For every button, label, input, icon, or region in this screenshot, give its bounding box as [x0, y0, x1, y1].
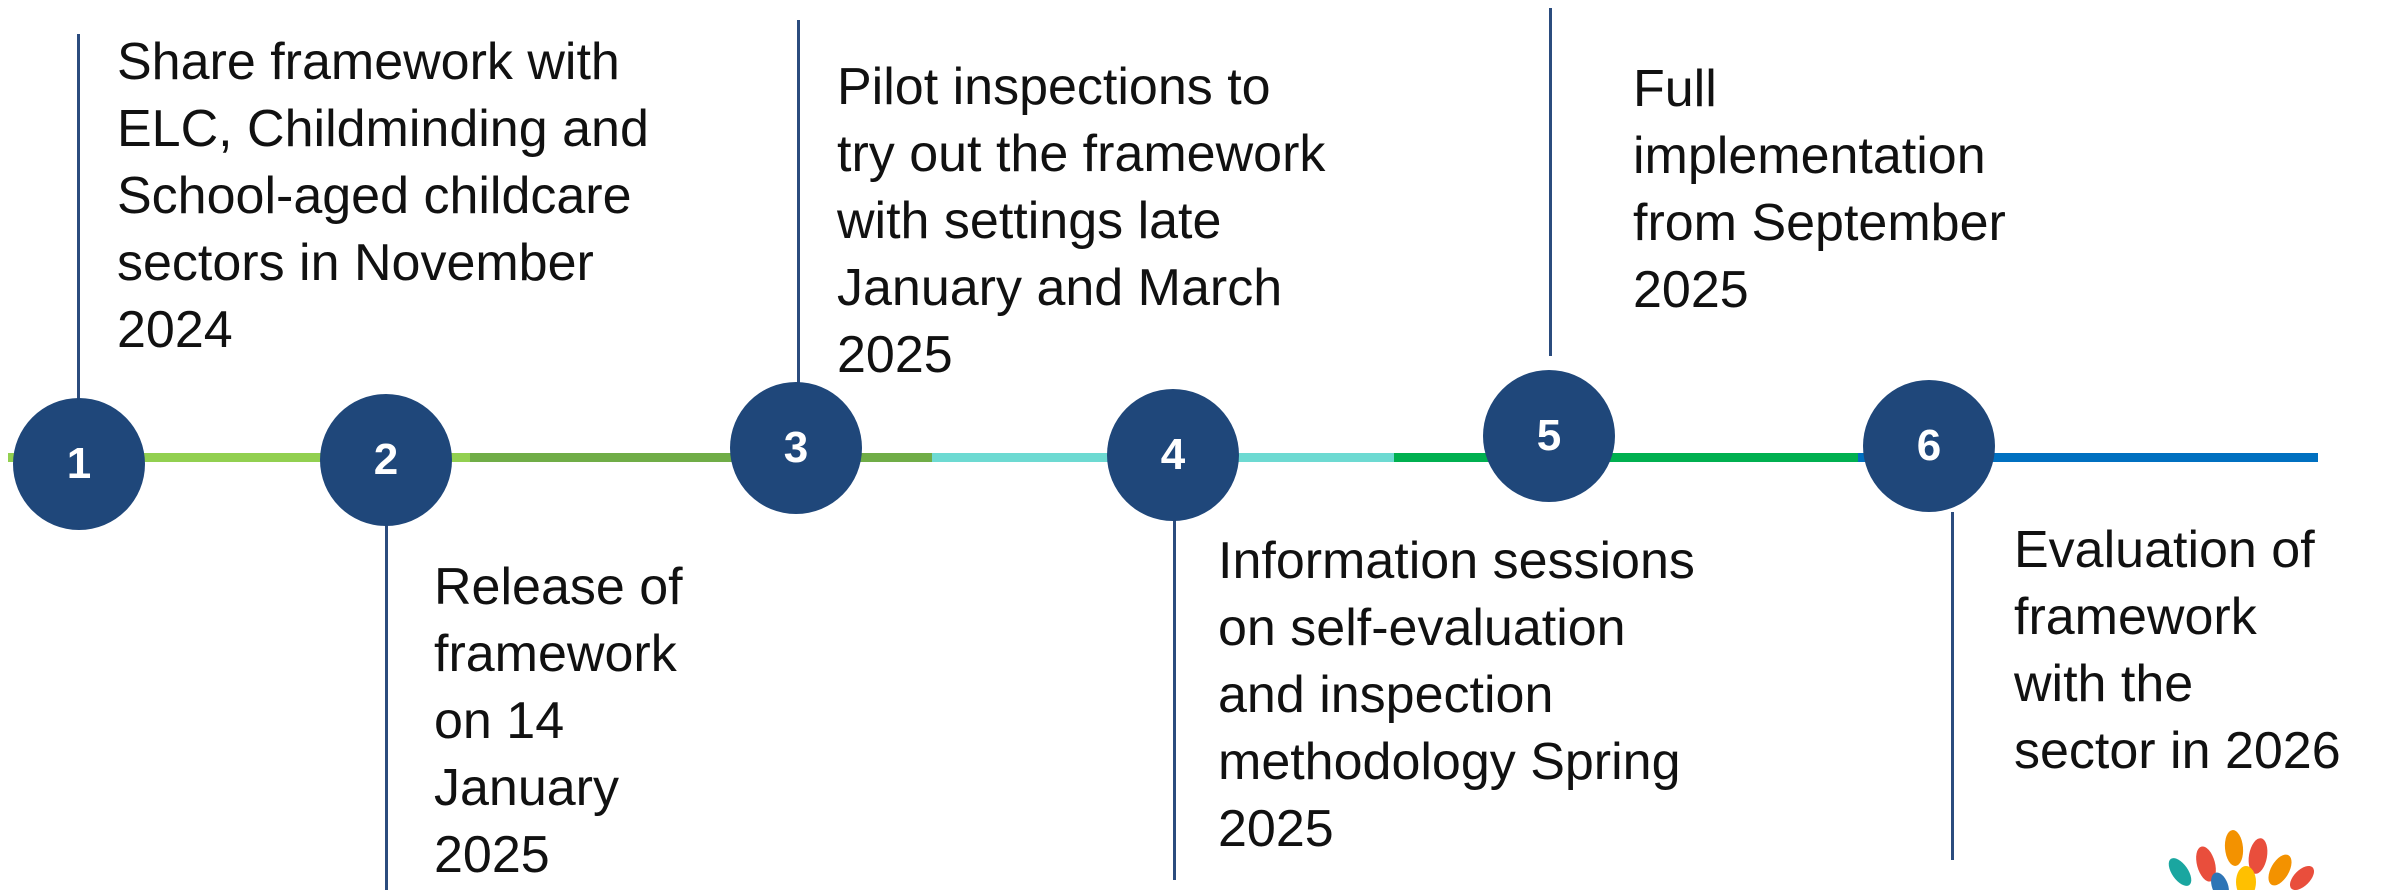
milestone-6-connector — [1951, 512, 1954, 860]
milestone-6-line: with the — [2014, 655, 2194, 713]
milestone-2-connector — [385, 520, 388, 890]
milestone-6-line: framework — [2014, 588, 2257, 646]
milestone-5-connector — [1549, 8, 1552, 356]
milestone-3-connector — [797, 20, 800, 390]
timeline-segment-1 — [8, 453, 470, 462]
milestone-3-line: Pilot inspections to — [837, 58, 1271, 116]
milestone-2-number: 2 — [373, 435, 399, 484]
timeline-segment-5 — [1858, 453, 2318, 462]
milestone-2-text: Release of framework on 14 January 2025 — [434, 554, 683, 889]
milestone-6-node: 6 — [1863, 380, 1995, 512]
milestone-6-text: Evaluation of framework with the sector … — [2014, 517, 2341, 785]
milestone-1-line: Share framework with — [117, 33, 620, 91]
milestone-3-line: 2025 — [837, 326, 953, 384]
milestone-4-text: Information sessions on self-evaluation … — [1218, 528, 1695, 863]
milestone-2-line: January — [434, 759, 619, 817]
milestone-1-line: School-aged childcare — [117, 167, 632, 225]
milestone-5-line: from September — [1633, 194, 2006, 252]
milestone-1-line: 2024 — [117, 301, 233, 359]
milestone-2-line: on 14 — [434, 692, 565, 750]
leaf-cluster-logo-icon — [2150, 820, 2384, 890]
milestone-5-text: Full implementation from September 2025 — [1633, 56, 2006, 324]
milestone-5-line: Full — [1633, 60, 1717, 118]
milestone-5-line: implementation — [1633, 127, 1986, 185]
milestone-6-number: 6 — [1916, 421, 1942, 470]
milestone-3-line: with settings late — [837, 192, 1222, 250]
milestone-4-line: methodology Spring — [1218, 733, 1681, 791]
milestone-5-node: 5 — [1483, 370, 1615, 502]
timeline-segment-4 — [1394, 453, 1858, 462]
milestone-2-node: 2 — [320, 394, 452, 526]
milestone-1-line: sectors in November — [117, 234, 594, 292]
milestone-3-text: Pilot inspections to try out the framewo… — [837, 54, 1325, 389]
milestone-1-node: 1 — [13, 398, 145, 530]
milestone-6-line: Evaluation of — [2014, 521, 2315, 579]
milestone-4-line: and inspection — [1218, 666, 1554, 724]
milestone-4-line: Information sessions — [1218, 532, 1695, 590]
milestone-1-connector — [77, 34, 80, 404]
milestone-3-node: 3 — [730, 382, 862, 514]
timeline-segment-2 — [470, 453, 932, 462]
milestone-2-line: framework — [434, 625, 677, 683]
milestone-5-number: 5 — [1536, 411, 1562, 460]
milestone-6-line: sector in 2026 — [2014, 722, 2341, 780]
milestone-1-text: Share framework with ELC, Childminding a… — [117, 29, 649, 364]
milestone-2-line: Release of — [434, 558, 683, 616]
milestone-4-line: 2025 — [1218, 800, 1334, 858]
milestone-1-number: 1 — [66, 439, 92, 488]
milestone-3-number: 3 — [783, 423, 809, 472]
milestone-4-node: 4 — [1107, 389, 1239, 521]
milestone-1-line: ELC, Childminding and — [117, 100, 649, 158]
milestone-4-number: 4 — [1160, 430, 1186, 479]
milestone-3-line: try out the framework — [837, 125, 1326, 183]
milestone-5-line: 2025 — [1633, 261, 1749, 319]
milestone-3-line: January and March — [837, 259, 1283, 317]
milestone-2-line: 2025 — [434, 826, 550, 884]
milestone-4-connector — [1173, 505, 1176, 880]
milestone-4-line: on self-evaluation — [1218, 599, 1626, 657]
